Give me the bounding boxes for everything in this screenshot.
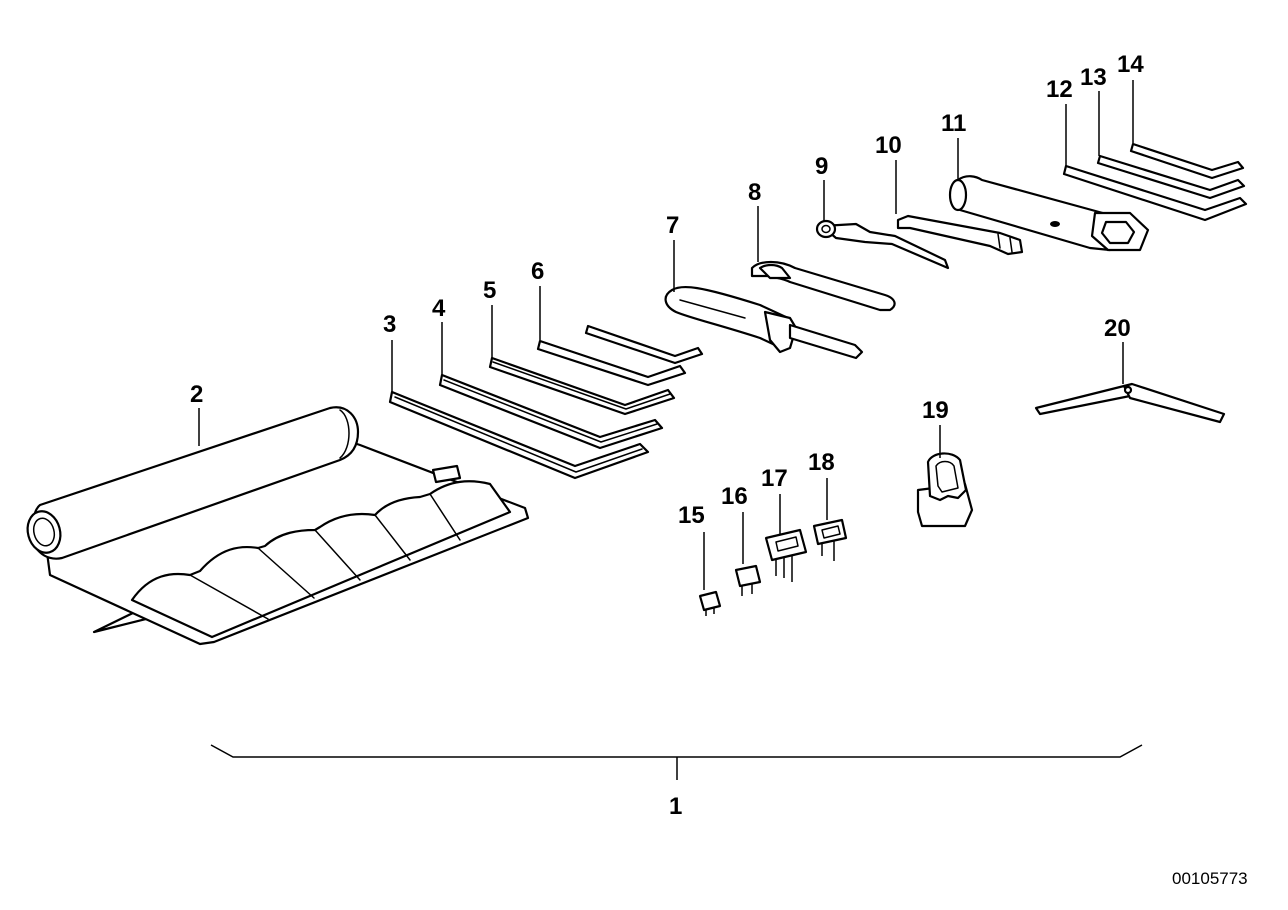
leader-lines: [198, 80, 1143, 780]
screwdriver: [664, 285, 864, 360]
callout-13: 13: [1080, 64, 1107, 91]
hex-key-3: [388, 390, 650, 480]
folding-wrench: [1034, 382, 1226, 424]
hex-key-4: [438, 373, 664, 450]
hex-key-6: [536, 324, 704, 387]
callout-9: 9: [815, 153, 828, 180]
drawing-id: 00105773: [1172, 869, 1248, 888]
fuse-15: [698, 590, 722, 616]
callout-11: 11: [941, 110, 966, 137]
callout-2: 2: [190, 381, 203, 408]
extension-bar: [896, 214, 1024, 256]
callout-10: 10: [875, 132, 902, 159]
hex-key-14: [1129, 142, 1245, 180]
callout-labels: 1 2 3 4 5 6 7 8 9 10 11 12 13 14 15 16 1…: [190, 51, 1248, 888]
callout-17: 17: [761, 465, 788, 492]
hex-key-12: [1062, 164, 1248, 222]
hex-key-5: [488, 356, 676, 416]
hex-key-13: [1096, 154, 1246, 200]
callout-18: 18: [808, 449, 835, 476]
fuse-18: [812, 518, 848, 561]
callout-6: 6: [531, 258, 544, 285]
callout-14: 14: [1117, 51, 1144, 78]
callout-15: 15: [678, 502, 705, 529]
callout-4: 4: [432, 295, 446, 322]
callout-20: 20: [1104, 315, 1131, 342]
callout-16: 16: [721, 483, 748, 510]
tool-roll-bag: [26, 406, 530, 646]
callout-19: 19: [922, 397, 949, 424]
hook-spanner: [750, 260, 896, 312]
callout-3: 3: [383, 311, 396, 338]
callout-5: 5: [483, 277, 496, 304]
fuse-17: [764, 528, 808, 582]
callout-8: 8: [748, 179, 761, 206]
socket-wrench: [815, 219, 950, 270]
fuse-puller: [916, 452, 974, 528]
callout-7: 7: [666, 212, 679, 239]
callout-1: 1: [669, 793, 682, 820]
callout-12: 12: [1046, 76, 1073, 103]
fuse-16: [734, 564, 762, 596]
